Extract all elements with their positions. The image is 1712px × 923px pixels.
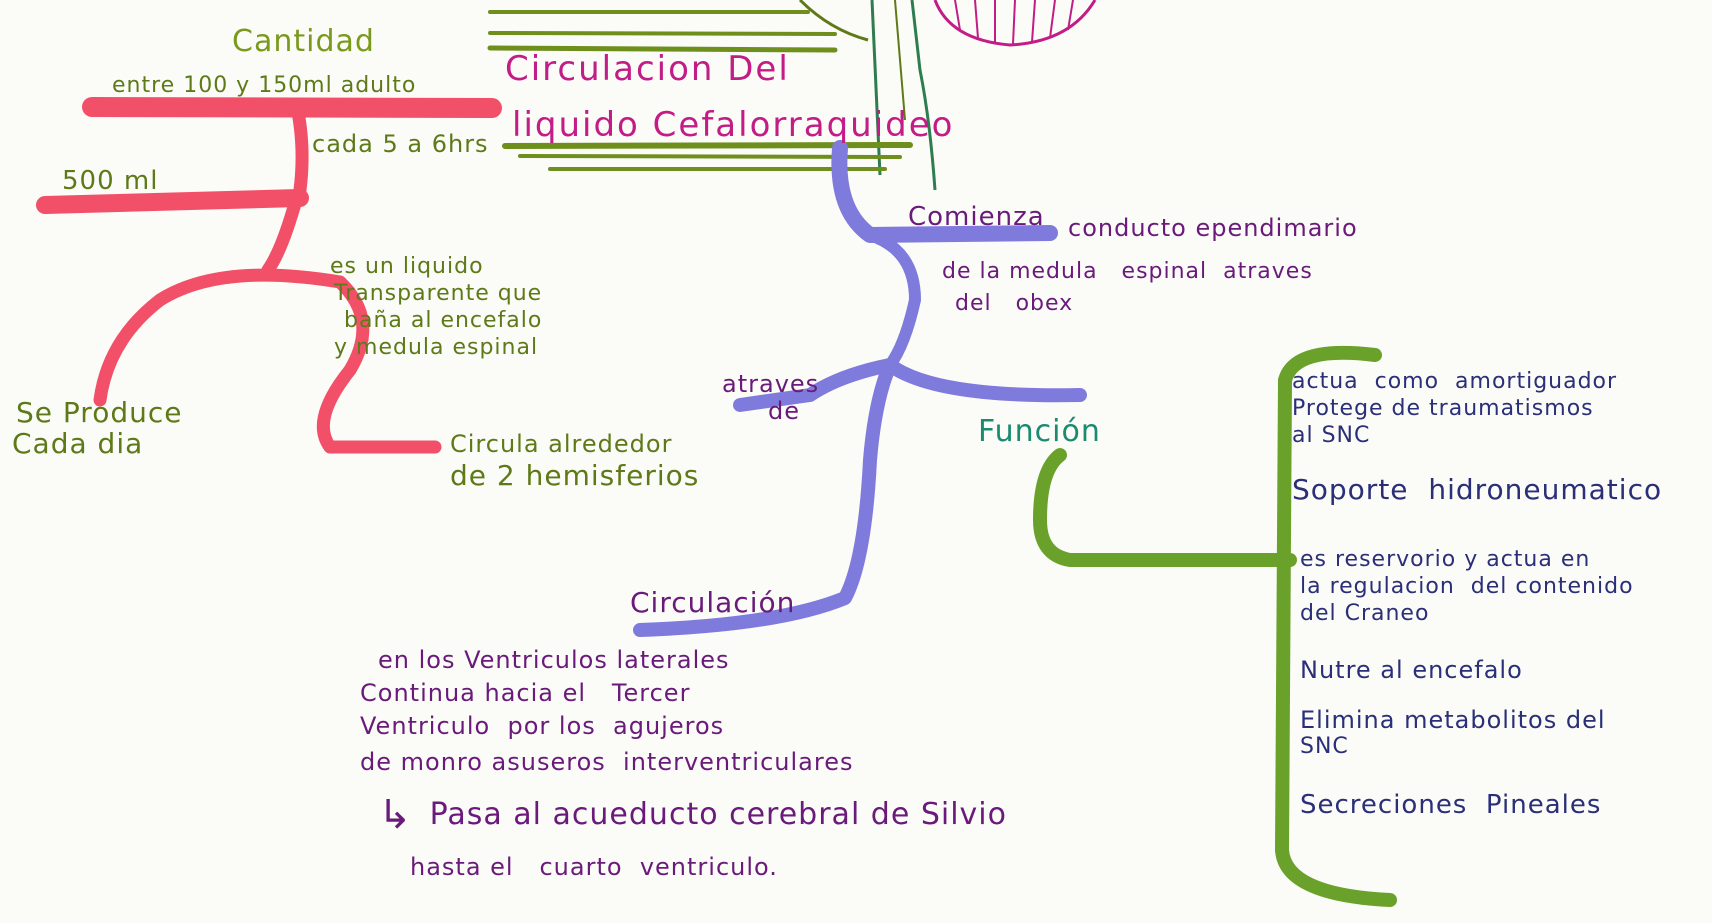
description-line: es un liquido	[330, 254, 484, 279]
function-line: la regulacion del contenido	[1300, 574, 1634, 600]
volume-range-label: entre 100 y 150ml adulto	[112, 73, 417, 98]
production-text: Se Produce Cada dia	[12, 398, 181, 461]
circulates-around-text: Circula alrededor de 2 hemisferios	[450, 430, 700, 493]
function-item-2: Soporte hidroneumatico	[1292, 473, 1663, 506]
daily-volume-label: 500 ml	[62, 166, 159, 196]
function-line: al SNC	[1292, 423, 1371, 449]
description-text: es un liquido Transparente que baña al e…	[330, 254, 541, 359]
aqueduct-line: ↳ Pasa al acueducto cerebral de Silvio	[378, 792, 1006, 838]
cantidad-label: Cantidad	[232, 24, 375, 59]
spinal-cord-line-2: del obex	[955, 291, 1074, 316]
function-line: Elimina metabolitos del	[1300, 706, 1606, 734]
circulation-line: de monro asuseros interventriculares	[360, 747, 854, 776]
production-line: Se Produce	[16, 396, 183, 429]
return-arrow-icon: ↳	[378, 792, 413, 838]
title-line-1: Circulacion Del	[505, 49, 790, 89]
function-line: SNC	[1300, 734, 1349, 760]
function-item-1: actua como amortiguador Protege de traum…	[1292, 370, 1617, 447]
function-item-4: Nutre al encefalo	[1300, 656, 1523, 684]
function-line: Protege de traumatismos	[1292, 396, 1594, 422]
function-item-3: es reservorio y actua en la regulacion d…	[1300, 548, 1634, 625]
function-line: es reservorio y actua en	[1300, 547, 1591, 572]
circulation-line: Ventriculo por los agujeros	[360, 712, 725, 741]
comienza-label: Comienza	[908, 202, 1045, 232]
blue-branch	[633, 140, 1087, 637]
fourth-ventricle-line: hasta el cuarto ventriculo.	[410, 853, 778, 881]
atraves-line: atraves	[722, 370, 820, 398]
circulates-line: de 2 hemisferios	[450, 459, 700, 493]
circulates-line: Circula alrededor	[450, 430, 673, 458]
description-line: baña al encefalo	[344, 308, 543, 334]
atraves-de-label: atraves de	[722, 370, 820, 424]
ependymal-canal-label: conducto ependimario	[1068, 214, 1358, 242]
atraves-line: de	[768, 397, 800, 426]
function-item-5: Elimina metabolitos del SNC	[1300, 706, 1606, 760]
circulacion-label: Circulación	[630, 586, 796, 619]
production-line: Cada dia	[12, 427, 144, 461]
circulation-line: en los Ventriculos laterales	[378, 646, 730, 674]
circulation-description: en los Ventriculos laterales Continua ha…	[360, 647, 854, 776]
circulation-line: Continua hacia el Tercer	[360, 679, 691, 708]
function-line: actua como amortiguador	[1292, 369, 1618, 394]
green-branch	[1033, 345, 1397, 907]
description-line: Transparente que	[334, 281, 543, 307]
funcion-label: Función	[978, 414, 1101, 449]
function-item-6: Secreciones Pineales	[1300, 790, 1602, 820]
aqueduct-text: Pasa al acueducto cerebral de Silvio	[429, 797, 1008, 832]
renewal-time-label: cada 5 a 6hrs	[312, 130, 489, 158]
description-line: y medula espinal	[334, 335, 539, 361]
title-line-2: liquido Cefalorraquideo	[512, 105, 955, 145]
spinal-cord-line-1: de la medula espinal atraves	[942, 259, 1313, 284]
red-branch	[36, 97, 502, 454]
function-line: del Craneo	[1300, 601, 1430, 627]
